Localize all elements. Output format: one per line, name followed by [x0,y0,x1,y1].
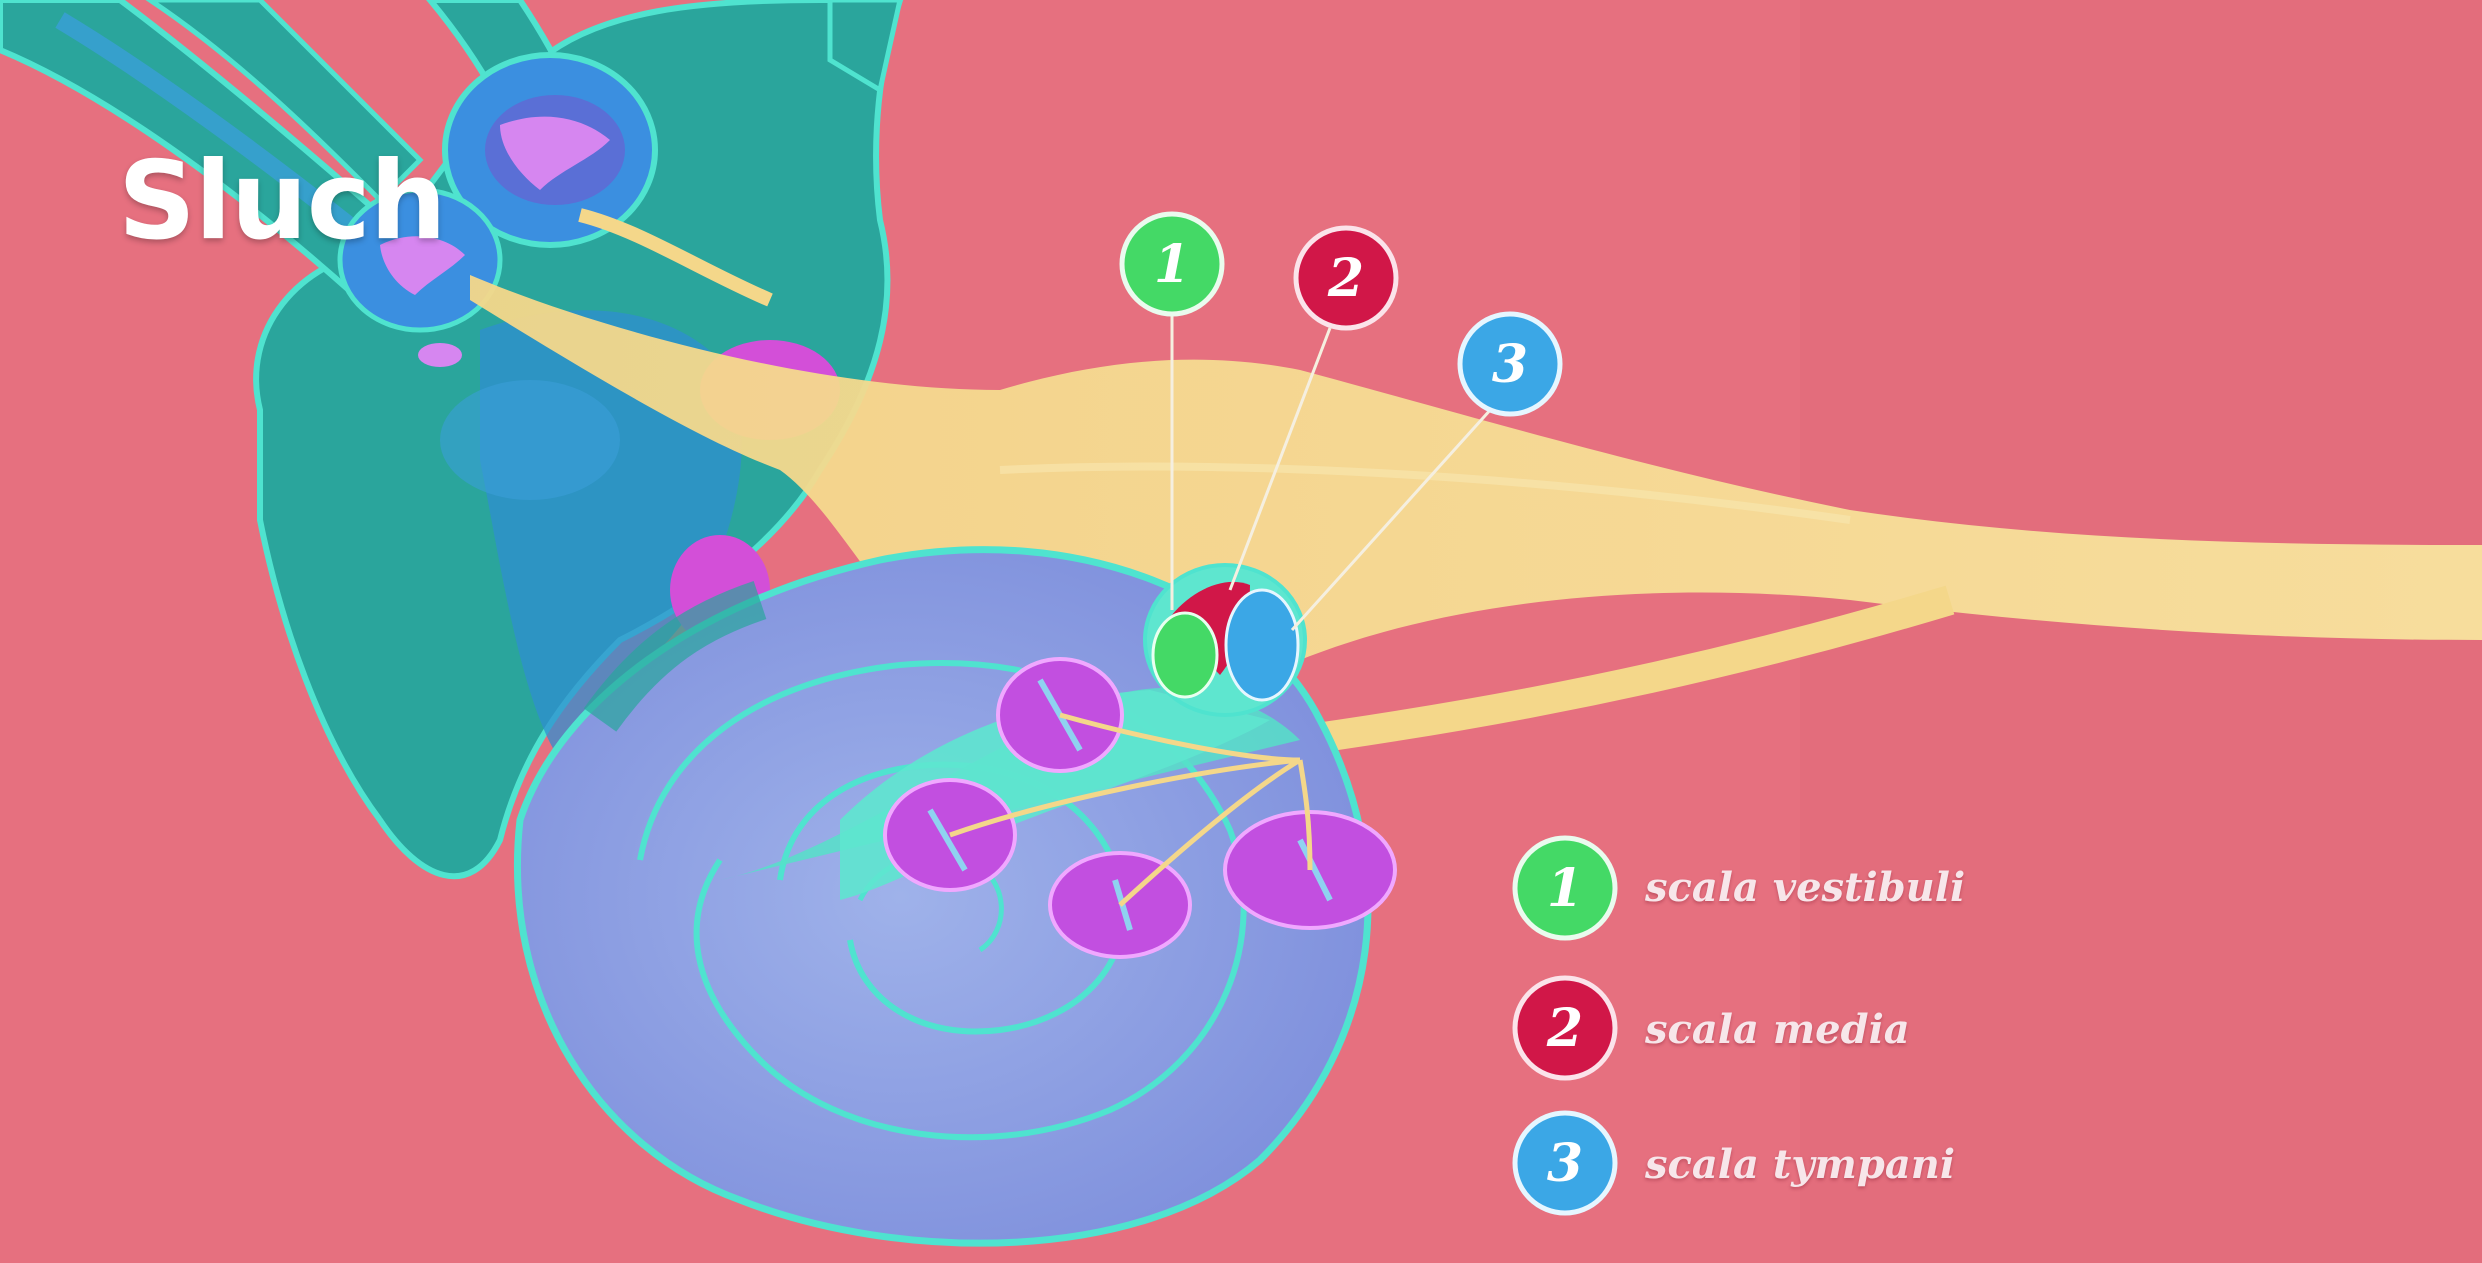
marker-2-number: 2 [1327,248,1364,309]
marker-1-number: 1 [1154,234,1190,295]
legend-marker-3: 3 [1515,1113,1615,1213]
marker-3: 3 [1460,314,1560,414]
page-title: Sluch [118,148,446,256]
scalae-highlight [1145,565,1305,715]
marker-1: 1 [1122,214,1222,314]
scala-vestibuli-shape [1153,613,1217,697]
legend-label-scala-vestibuli: scala vestibuli [1645,868,1965,908]
legend-label-scala-tympani: scala tympani [1645,1145,1955,1185]
legend-number-1: 1 [1547,858,1583,919]
scala-tympani-shape [1226,590,1298,700]
legend-number-3: 3 [1547,1133,1583,1194]
marker-3-number: 3 [1492,334,1528,395]
legend-marker-2: 2 [1515,978,1615,1078]
legend-label-scala-media: scala media [1645,1010,1910,1050]
legend-number-2: 2 [1546,998,1583,1059]
marker-2: 2 [1296,228,1396,328]
legend-marker-1: 1 [1515,838,1615,938]
